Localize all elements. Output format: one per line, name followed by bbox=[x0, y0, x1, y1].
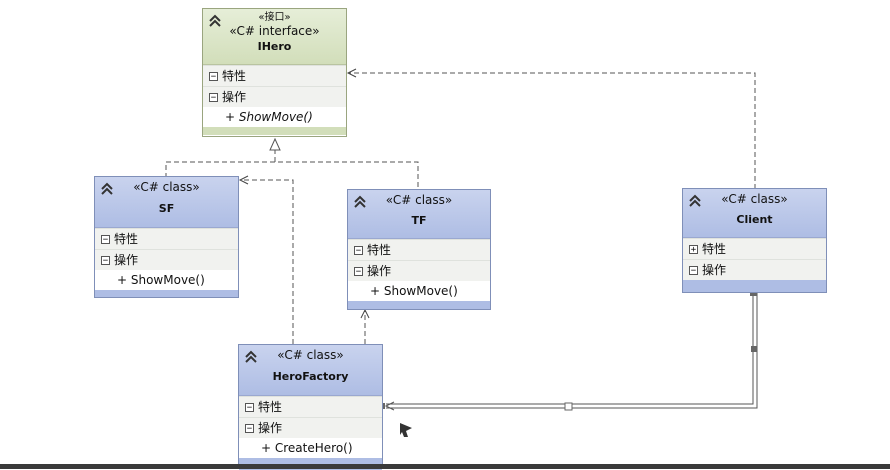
sf-name: SF bbox=[158, 202, 175, 215]
realization-arrowhead bbox=[269, 137, 281, 151]
collapse-chevron-icon[interactable] bbox=[353, 195, 367, 209]
collapse-minus-icon[interactable]: − bbox=[101, 234, 110, 245]
tf-header: «C# class» TF bbox=[348, 190, 490, 239]
expand-plus-icon[interactable]: + bbox=[689, 244, 698, 255]
collapse-minus-icon[interactable]: − bbox=[354, 266, 363, 277]
tf-class-box[interactable]: «C# class» TF − 特性 − 操作 + ShowMove() bbox=[347, 189, 491, 310]
sf-class-box[interactable]: «C# class» SF − 特性 − 操作 + ShowMove() bbox=[94, 176, 239, 298]
ihero-footer bbox=[203, 127, 346, 135]
client-operations-section[interactable]: − 操作 bbox=[683, 259, 826, 280]
ihero-operation[interactable]: + ShowMove() bbox=[203, 107, 346, 127]
dependency-arrowhead bbox=[360, 308, 370, 319]
dependency-arrowhead bbox=[238, 175, 249, 185]
tf-stereotype: «C# class» bbox=[385, 193, 453, 207]
ihero-stereotype: «C# interface» bbox=[229, 24, 320, 38]
collapse-minus-icon[interactable]: − bbox=[101, 255, 110, 266]
herofactory-operation[interactable]: + CreateHero() bbox=[239, 438, 382, 458]
client-header: «C# class» Client bbox=[683, 189, 826, 238]
ihero-header: «接口» «C# interface» IHero bbox=[203, 9, 346, 65]
herofactory-attributes-section[interactable]: − 特性 bbox=[239, 396, 382, 417]
ihero-name: IHero bbox=[257, 40, 292, 53]
herofactory-stereotype: «C# class» bbox=[277, 348, 344, 362]
section-label: 特性 bbox=[702, 241, 727, 256]
ihero-interface-box[interactable]: «接口» «C# interface» IHero − 特性 − 操作 + Sh… bbox=[202, 8, 347, 137]
herofactory-header: «C# class» HeroFactory bbox=[239, 345, 382, 396]
sf-attributes-section[interactable]: − 特性 bbox=[95, 228, 238, 249]
herofactory-class-box[interactable]: «C# class» HeroFactory − 特性 − 操作 + Creat… bbox=[238, 344, 383, 470]
client-class-box[interactable]: «C# class» Client + 特性 − 操作 bbox=[682, 188, 827, 293]
ihero-attributes-section[interactable]: − 特性 bbox=[203, 65, 346, 86]
section-label: 操作 bbox=[222, 89, 247, 104]
collapse-minus-icon[interactable]: − bbox=[245, 423, 254, 434]
tf-footer bbox=[348, 301, 490, 309]
tf-operations-section[interactable]: − 操作 bbox=[348, 260, 490, 281]
sf-operations-section[interactable]: − 操作 bbox=[95, 249, 238, 270]
section-label: 操作 bbox=[258, 420, 283, 435]
tf-operation[interactable]: + ShowMove() bbox=[348, 281, 490, 301]
pointer-icon bbox=[400, 423, 412, 437]
collapse-minus-icon[interactable]: − bbox=[209, 92, 218, 103]
collapse-chevron-icon[interactable] bbox=[208, 14, 222, 28]
collapse-chevron-icon[interactable] bbox=[688, 194, 702, 208]
herofactory-name: HeroFactory bbox=[272, 370, 349, 383]
client-footer bbox=[683, 280, 826, 292]
tf-attributes-section[interactable]: − 特性 bbox=[348, 239, 490, 260]
client-attributes-section[interactable]: + 特性 bbox=[683, 238, 826, 259]
dependency-arrowhead bbox=[346, 68, 357, 78]
ihero-stereotype-top: «接口» bbox=[258, 12, 291, 23]
client-stereotype: «C# class» bbox=[721, 192, 788, 206]
collapse-chevron-icon[interactable] bbox=[100, 182, 114, 196]
section-label: 特性 bbox=[114, 231, 139, 246]
sf-footer bbox=[95, 290, 238, 297]
dependency-herofactory-sf bbox=[240, 179, 294, 344]
collapse-chevron-icon[interactable] bbox=[244, 350, 258, 364]
bottom-border bbox=[0, 464, 890, 469]
tf-name: TF bbox=[411, 214, 427, 227]
collapse-minus-icon[interactable]: − bbox=[354, 245, 363, 256]
sf-stereotype: «C# class» bbox=[133, 180, 200, 194]
client-name: Client bbox=[736, 213, 773, 226]
section-label: 特性 bbox=[258, 399, 283, 414]
section-label: 操作 bbox=[114, 252, 139, 267]
herofactory-operations-section[interactable]: − 操作 bbox=[239, 417, 382, 438]
section-label: 特性 bbox=[367, 242, 392, 257]
sf-header: «C# class» SF bbox=[95, 177, 238, 228]
section-label: 操作 bbox=[367, 263, 392, 278]
collapse-minus-icon[interactable]: − bbox=[245, 402, 254, 413]
dependency-client-ihero bbox=[348, 72, 756, 189]
section-label: 操作 bbox=[702, 262, 727, 277]
collapse-minus-icon[interactable]: − bbox=[209, 71, 218, 82]
collapse-minus-icon[interactable]: − bbox=[689, 265, 698, 276]
sf-operation[interactable]: + ShowMove() bbox=[95, 270, 238, 290]
section-label: 特性 bbox=[222, 68, 247, 83]
ihero-operations-section[interactable]: − 操作 bbox=[203, 86, 346, 107]
